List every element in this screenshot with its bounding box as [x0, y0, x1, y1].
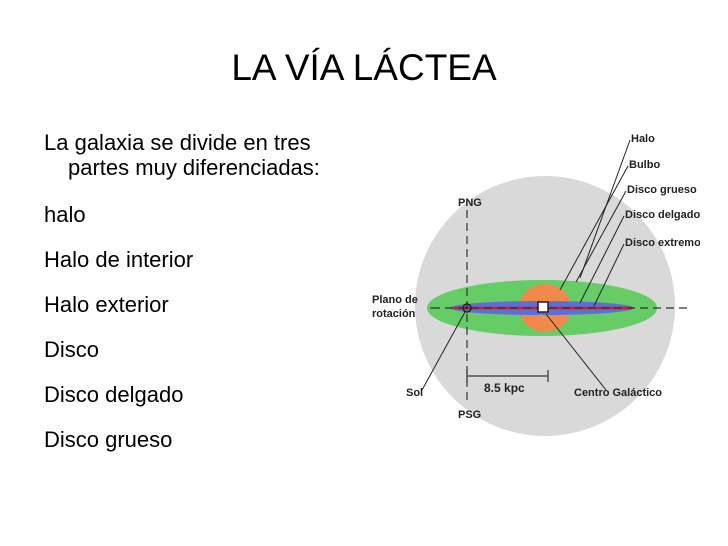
label-plano-2: rotación — [372, 308, 416, 320]
milky-way-diagram: Halo Bulbo Disco grueso Disco delgado Di… — [372, 133, 700, 436]
label-disco-extremo: Disco extremo — [625, 237, 700, 249]
bullet-thick-disk: Disco grueso — [44, 427, 173, 452]
label-halo: Halo — [631, 133, 655, 145]
label-psg: PSG — [458, 409, 481, 421]
label-disco-grueso: Disco grueso — [627, 184, 697, 196]
label-centro: Centro Galáctico — [574, 387, 662, 399]
bullet-disk: Disco — [44, 337, 100, 362]
bullet-thin-disk: Disco delgado — [44, 382, 184, 407]
label-plano-1: Plano de — [372, 294, 418, 306]
label-disco-delgado: Disco delgado — [625, 209, 700, 221]
bullet-inner-halo: Halo de interior — [44, 247, 194, 272]
label-bulbo: Bulbo — [629, 159, 660, 171]
label-png: PNG — [458, 197, 482, 209]
bullet-outer-halo: Halo exterior — [44, 292, 169, 317]
bullet-intro: La galaxia se divide en tres partes muy … — [44, 130, 320, 180]
label-distance: 8.5 kpc — [484, 381, 525, 395]
sun-marker — [462, 303, 472, 313]
galactic-center-marker — [537, 301, 549, 313]
label-sol: Sol — [406, 387, 423, 399]
bullet-list: La galaxia se divide en tres partes muy … — [44, 130, 354, 490]
slide-title: LA VÍA LÁCTEA — [231, 47, 497, 88]
bullet-halo: halo — [44, 202, 86, 227]
